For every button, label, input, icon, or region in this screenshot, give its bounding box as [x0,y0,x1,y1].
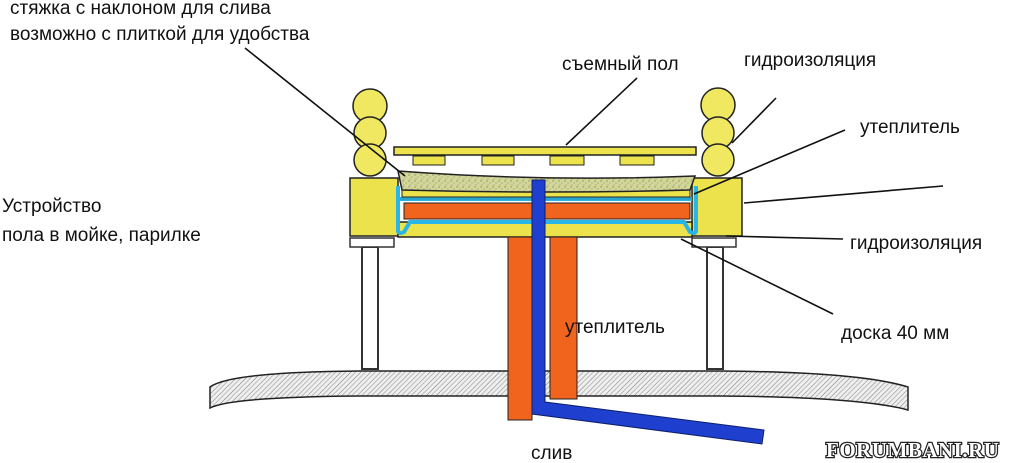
right-post [706,246,724,370]
waterproofing-film-bottom [396,186,698,236]
device-label-line1: Устройство [2,196,101,217]
floor-supports [412,155,655,166]
drain-insulation-right [549,236,578,400]
drain-insulation-left [507,236,533,421]
screed-label-line1: стяжка с наклоном для слива [10,0,271,19]
removable-floor-plank [393,146,697,156]
right-log-stack [700,87,736,177]
left-beam [349,177,399,237]
waterproofing-top-label: гидроизоляция [744,50,876,71]
waterproofing-bottom-label: гидроизоляция [850,233,982,254]
sloped-screed [397,170,697,193]
removable-floor-label: съемный пол [562,54,679,75]
left-post-cap [349,237,395,248]
left-log-stack [352,88,388,177]
insulation-right-label: утеплитель [860,117,960,138]
device-label-line2: пола в мойке, парилке [2,225,201,246]
leader-lines [244,47,944,315]
board-label: доска 40 мм [841,323,949,344]
drain-pipe [531,179,765,445]
insulation-layer [403,202,691,220]
drain-label: слив [531,443,572,463]
left-post [361,246,379,370]
right-beam [691,177,743,237]
watermark-text: FORUMBANI.RU [826,438,999,462]
insulation-center-label: утеплитель [565,317,665,338]
right-post-cap [691,237,737,248]
screed-label-line2: возможно с плиткой для удобства [10,24,310,45]
